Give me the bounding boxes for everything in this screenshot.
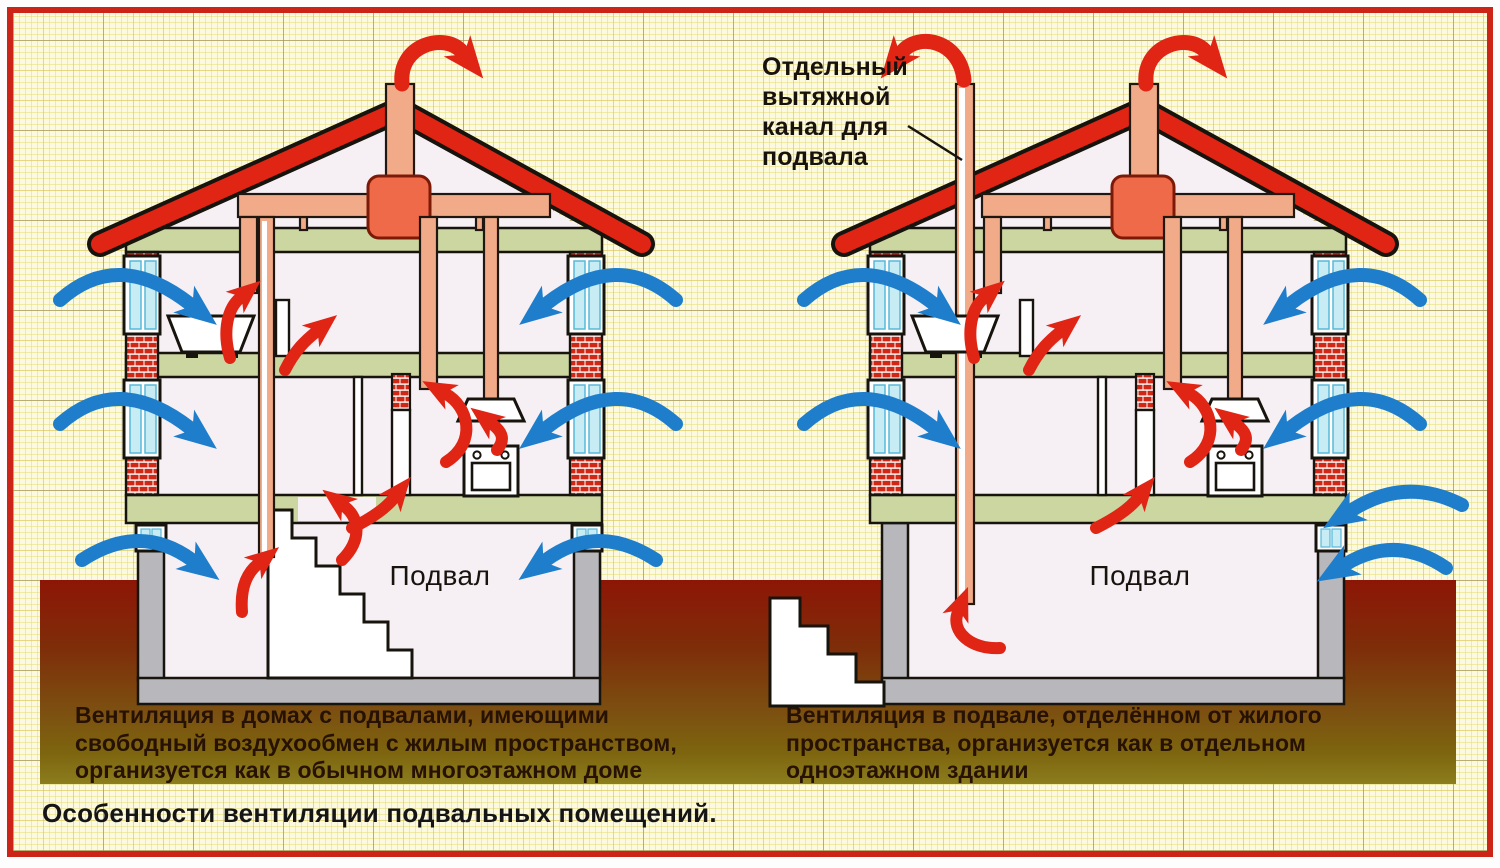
duct-kitchen (418, 215, 439, 391)
supply-air-arrows (53, 268, 683, 581)
supply-air-arrows (797, 268, 1469, 582)
annotation-line: подвала (762, 143, 869, 171)
basement (880, 521, 1346, 706)
annotation-line: Отдельный (762, 53, 909, 81)
right-house-caption: Вентиляция в подвале, отделённом от жило… (786, 702, 1476, 785)
wall-grille-ground-floor (390, 408, 412, 497)
attic-exhaust-header (980, 82, 1296, 240)
duct-hood (482, 215, 500, 401)
wall-duct-brick (390, 372, 412, 412)
page-title: Особенности вентиляции подвальных помеще… (42, 798, 717, 828)
right-house (768, 33, 1469, 708)
wall-grille-second-floor (274, 298, 291, 358)
left-house (53, 35, 683, 706)
duct-stub-second-floor (238, 215, 259, 295)
attic-floor-slab (868, 226, 1348, 254)
exhaust-air-arrows (880, 33, 1252, 655)
attic-exhaust-header (236, 82, 552, 240)
chimney-exit-arrow (1138, 35, 1228, 92)
exhaust-air-arrows (220, 35, 508, 618)
caption-line: организуется как в обычном многоэтажном … (75, 757, 643, 783)
stove (1206, 444, 1264, 498)
window (866, 254, 906, 336)
bathtub (909, 314, 1001, 358)
annotation-leader-line (907, 124, 963, 162)
wall-grille-ground-floor (1134, 408, 1156, 497)
second-floor-slab (868, 351, 1348, 379)
window (1310, 378, 1350, 460)
header-support (298, 215, 309, 232)
exterior-basement-stairs (768, 596, 886, 708)
basement-floor (136, 676, 602, 706)
annotation-line: вытяжной (762, 83, 891, 111)
header-support (1042, 215, 1053, 232)
bathtub (165, 314, 257, 358)
window (122, 378, 162, 460)
window (566, 254, 606, 336)
caption-line: Вентиляция в подвале, отделённом от жило… (786, 702, 1322, 728)
duct-hood (1226, 215, 1244, 401)
wall-grille-second-floor (1018, 298, 1035, 358)
header-support (1218, 215, 1229, 232)
basement-duct-exit-arrow (880, 33, 972, 88)
basement-vent (1314, 523, 1348, 553)
duct-kitchen (1162, 215, 1183, 391)
annotation-line: канал для (762, 113, 889, 141)
partition-wall (352, 375, 364, 497)
collector-box (366, 174, 432, 240)
basement-label-right: Подвал (1089, 560, 1191, 591)
basement-wall-left (880, 521, 910, 682)
attic-floor-slab (124, 226, 604, 254)
basement-interior (908, 523, 1318, 680)
window (566, 378, 606, 460)
basement-exhaust-stack (257, 215, 276, 559)
caption-line: свободный воздухообмен с жилым пространс… (75, 729, 677, 756)
left-house-caption: Вентиляция в домах с подвалами, имеющими… (75, 702, 755, 785)
partition-wall (1096, 375, 1108, 497)
chimney-exit-arrow (394, 35, 484, 92)
window (1310, 254, 1350, 336)
caption-line: пространства, организуется как в отдельн… (786, 729, 1307, 756)
window (866, 378, 906, 460)
wall-duct-brick (1134, 372, 1156, 412)
duct-stub-second-floor (982, 215, 1003, 295)
collector-box (1110, 174, 1176, 240)
basement-stairs (266, 508, 414, 680)
header-support (474, 215, 485, 232)
caption-line: Вентиляция в домах с подвалами, имеющими (75, 702, 610, 728)
caption-line: одноэтажном здании (786, 757, 1029, 783)
basement-label-left: Подвал (389, 560, 491, 591)
basement-floor (880, 676, 1346, 706)
separate-duct-annotation: Отдельный вытяжной канал для подвала (762, 52, 908, 172)
window (122, 254, 162, 336)
stove (462, 444, 520, 498)
